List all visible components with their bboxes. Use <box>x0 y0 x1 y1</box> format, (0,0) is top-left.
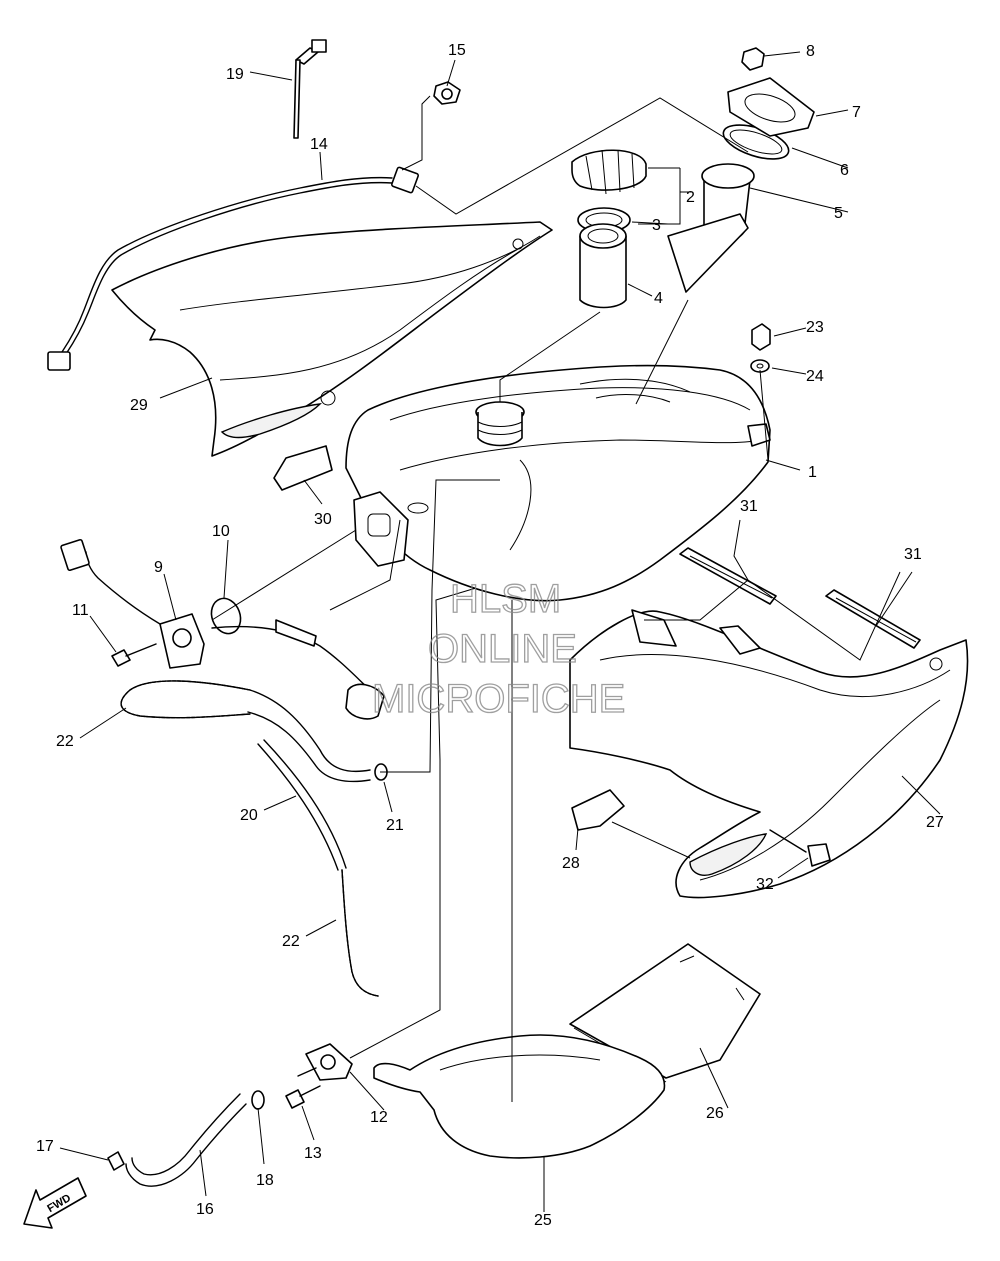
part-clip <box>433 81 461 105</box>
callout-12: 12 <box>370 1109 388 1126</box>
callout-17: 17 <box>36 1138 54 1155</box>
callout-31b: 31 <box>904 546 922 563</box>
watermark-line-3: MICROFICHE <box>372 677 625 721</box>
part-corrugated-hose-upper <box>120 680 251 719</box>
part-hose-clip-2 <box>251 1090 265 1110</box>
leader-lines <box>59 51 941 1212</box>
part-nut <box>741 47 765 71</box>
callout-20: 20 <box>240 807 258 824</box>
callout-3: 3 <box>652 217 661 234</box>
part-wire-lead <box>47 166 419 371</box>
callout-8: 8 <box>806 43 815 60</box>
part-fuel-tank <box>345 364 771 602</box>
part-fuel-pump <box>667 163 755 293</box>
callout-27: 27 <box>926 814 944 831</box>
callout-22a: 22 <box>56 733 74 750</box>
part-screw <box>111 643 157 667</box>
part-fuel-hose <box>125 1093 247 1187</box>
part-sender-wire <box>60 538 161 625</box>
part-filler-neck <box>579 223 627 309</box>
callout-14: 14 <box>310 136 328 153</box>
part-fuel-cap <box>571 149 647 195</box>
callout-26: 26 <box>706 1105 724 1122</box>
callout-29: 29 <box>130 397 148 414</box>
callout-10: 10 <box>212 523 230 540</box>
callout-11: 11 <box>72 602 89 619</box>
part-pad-b <box>825 589 921 649</box>
callout-18: 18 <box>256 1172 274 1189</box>
callout-1: 1 <box>808 464 817 481</box>
part-pad-a <box>679 547 777 605</box>
callout-28: 28 <box>562 855 580 872</box>
callout-19: 19 <box>226 66 244 83</box>
callout-31a: 31 <box>740 498 758 515</box>
callout-16: 16 <box>196 1201 214 1218</box>
part-sender-gasket <box>210 597 242 635</box>
callout-2: 2 <box>686 189 695 206</box>
part-right-side-cover <box>569 609 969 899</box>
part-corrugated-hose-lower <box>341 869 379 997</box>
watermark: HLSM ONLINE MICROFICHE <box>371 576 626 721</box>
callout-13: 13 <box>304 1145 322 1162</box>
part-breather-hose <box>247 689 371 871</box>
callout-9: 9 <box>154 559 163 576</box>
callout-4: 4 <box>654 290 663 307</box>
callout-numbers: 1 2 3 4 5 6 7 8 9 10 11 12 13 14 15 16 1… <box>36 42 944 1229</box>
watermark-line-1: HLSM <box>450 577 561 621</box>
part-tank-lower-cover <box>373 1034 666 1159</box>
callout-24: 24 <box>806 368 824 385</box>
part-nut-2 <box>751 323 771 351</box>
part-right-pad <box>571 789 625 831</box>
part-plate <box>727 77 815 137</box>
callout-15: 15 <box>448 42 466 59</box>
callout-32: 32 <box>756 876 774 893</box>
callout-5: 5 <box>834 205 843 222</box>
callout-30: 30 <box>314 511 332 528</box>
callout-6: 6 <box>840 162 849 179</box>
part-fuel-sender <box>159 613 205 669</box>
part-float-arm <box>211 619 385 720</box>
callout-23: 23 <box>806 319 824 336</box>
part-hose-clip-3 <box>107 1151 125 1171</box>
callout-7: 7 <box>852 104 861 121</box>
part-left-pad <box>273 445 333 491</box>
callout-22b: 22 <box>282 933 300 950</box>
part-bolt <box>769 829 831 867</box>
part-cable-tie <box>293 39 327 139</box>
part-washer <box>750 359 770 373</box>
part-drain-bolt <box>285 1085 321 1109</box>
watermark-line-2: ONLINE <box>428 627 577 671</box>
part-left-side-cover <box>111 221 553 457</box>
callout-25: 25 <box>534 1212 552 1229</box>
forward-direction-arrow: FWD <box>23 1177 87 1229</box>
part-fuel-cock <box>297 1043 353 1081</box>
callout-21: 21 <box>386 817 404 834</box>
